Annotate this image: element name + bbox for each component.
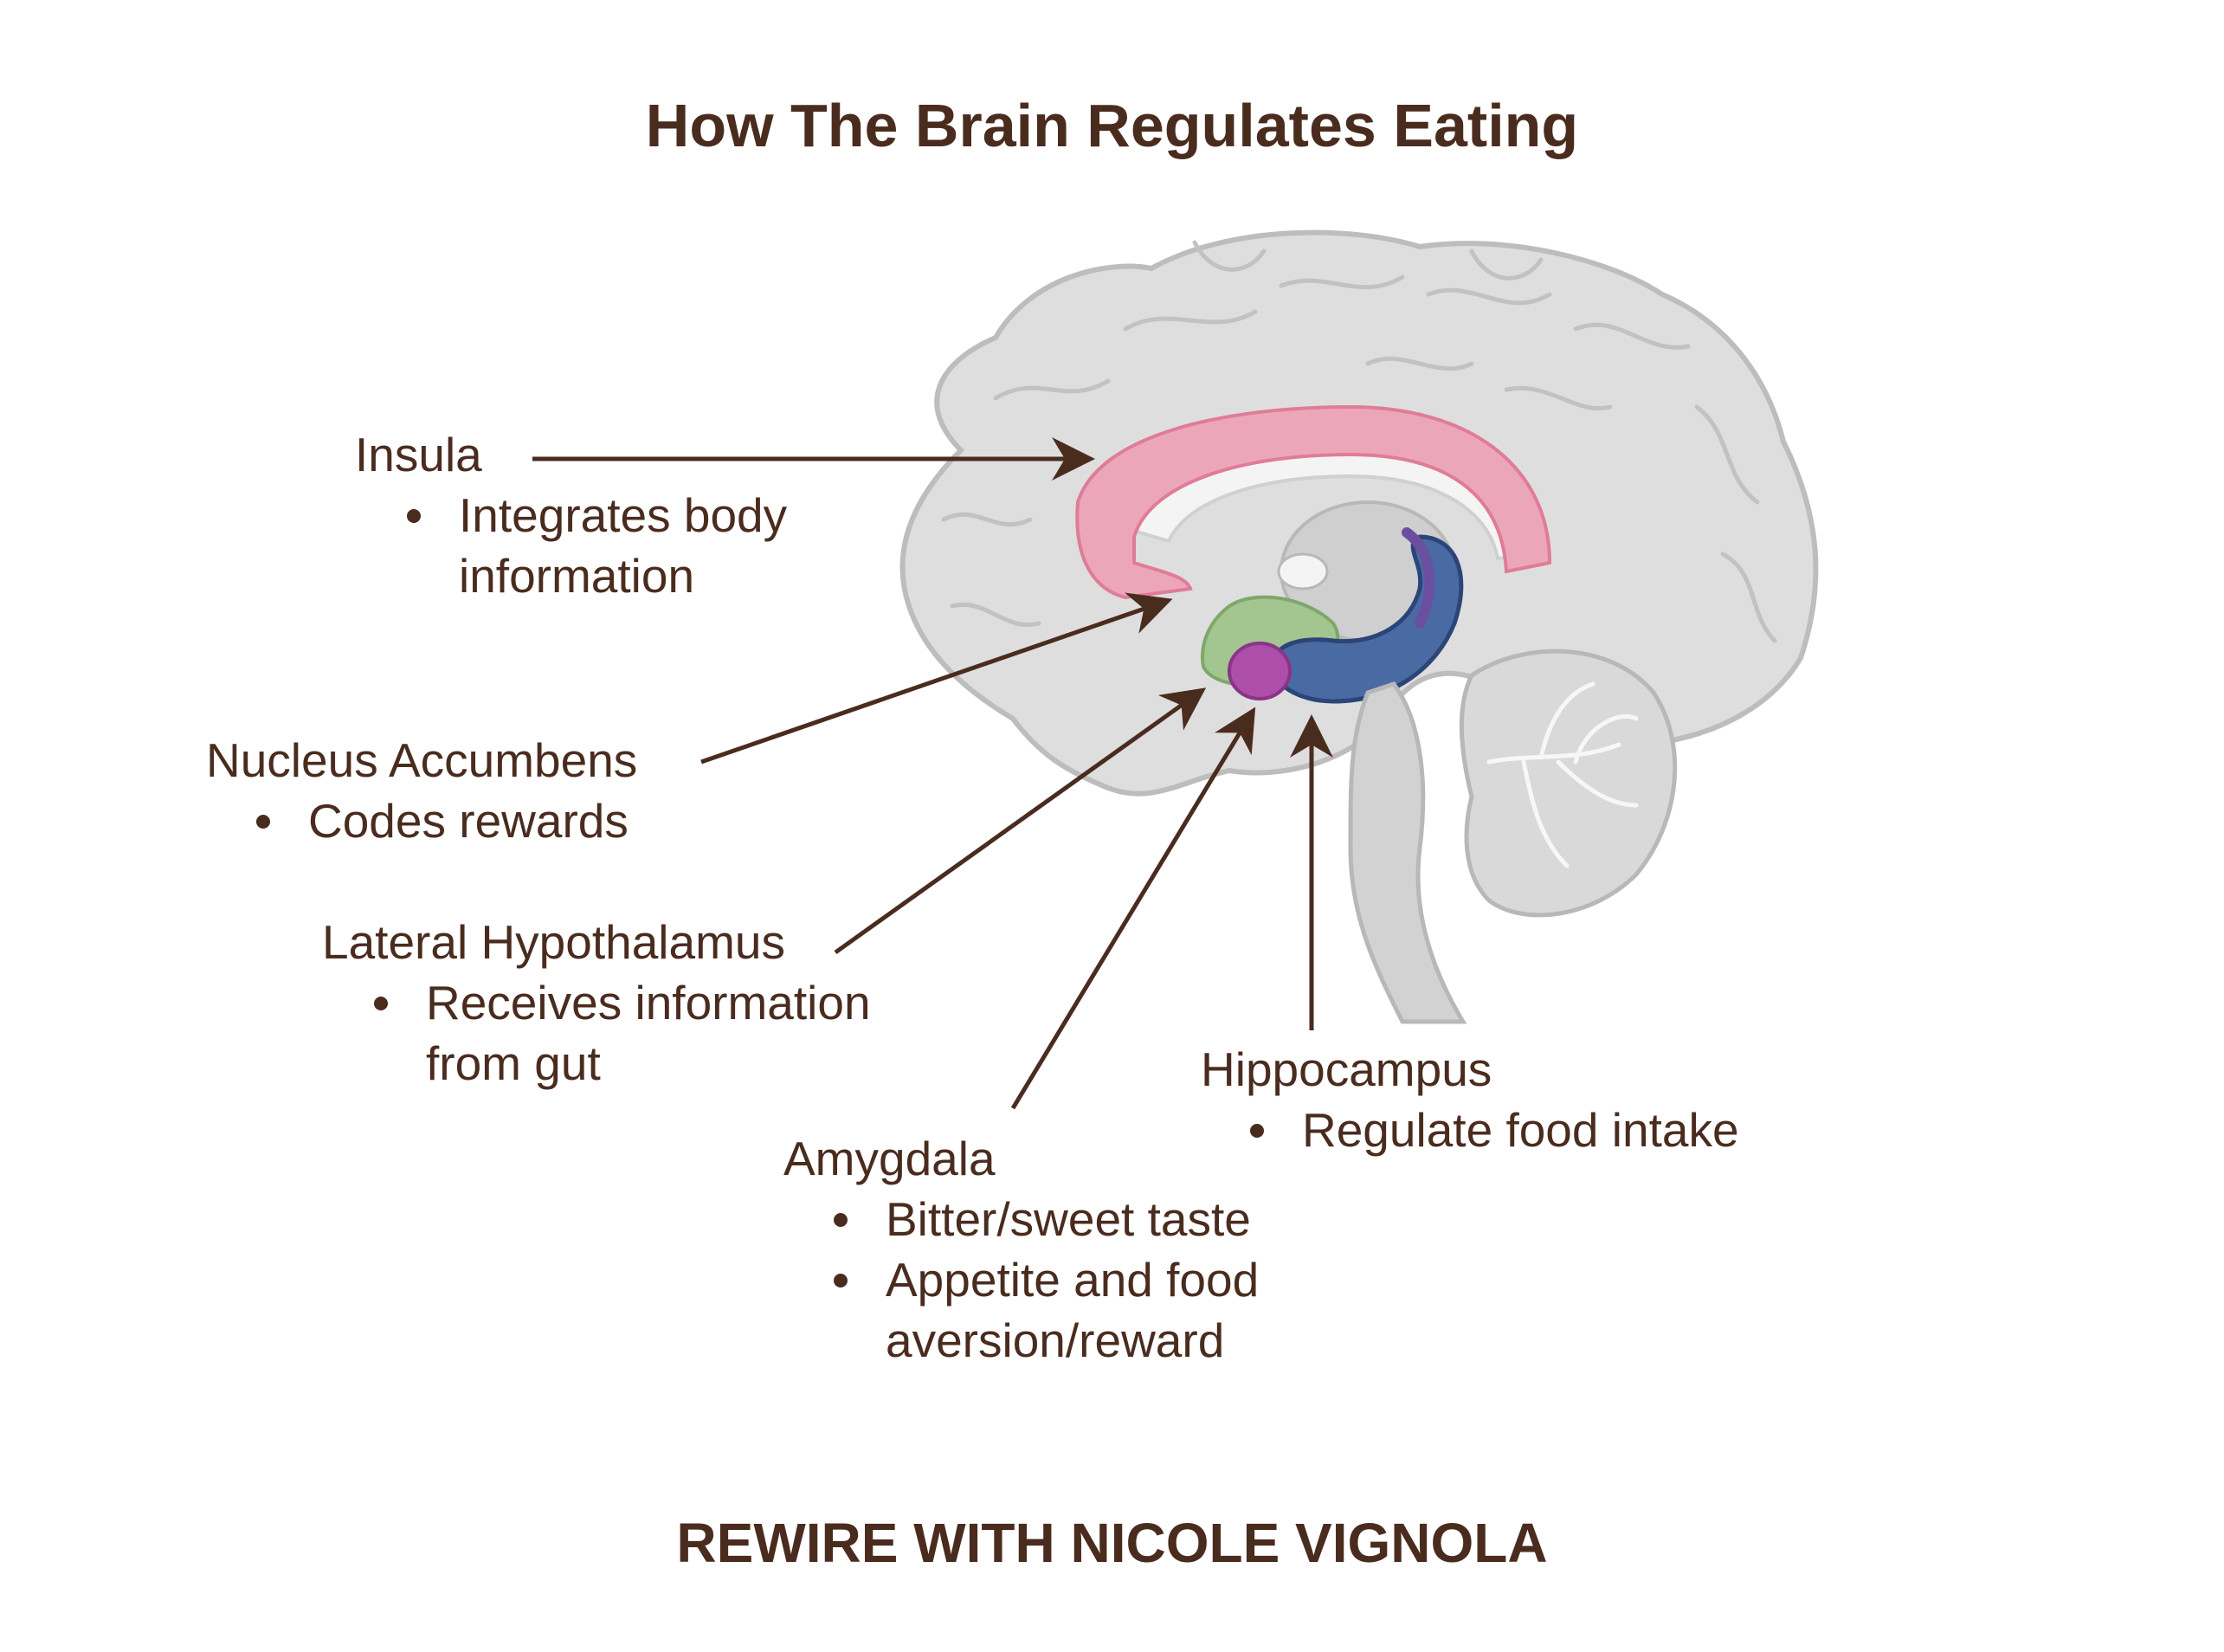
bullet-icon	[374, 997, 388, 1010]
hippocampus-fornix	[1402, 527, 1435, 629]
insula-bullets: Integrates body information	[355, 485, 787, 606]
hippocampus-label: Hippocampus Regulate food intake	[1201, 1039, 1739, 1160]
insula-label: Insula Integrates body information	[355, 424, 787, 606]
lateral-hypothalamus-label: Lateral Hypothalamus Receives informatio…	[322, 912, 871, 1094]
bullet-icon	[834, 1213, 848, 1227]
bullet-icon	[256, 815, 270, 829]
lateral-hypothalamus-arrow	[834, 687, 1207, 955]
bullet-icon	[834, 1274, 848, 1287]
bullet-continuation: aversion/reward	[886, 1313, 1225, 1367]
bullet-item: Integrates body	[407, 485, 787, 545]
bullet-icon	[407, 509, 421, 523]
lateral-hypothalamus-bullets: Receives information from gut	[322, 972, 871, 1094]
bullet-item: Receives information	[374, 972, 871, 1033]
brainstem	[1348, 681, 1467, 1024]
nucleus-accumbens-label: Nucleus Accumbens Codes rewards	[206, 730, 637, 851]
bullet-icon	[1250, 1124, 1264, 1138]
insula-name: Insula	[355, 428, 482, 481]
lateral-hypothalamus-name: Lateral Hypothalamus	[322, 915, 786, 969]
gyri-folds	[941, 240, 1777, 643]
diagram-title: How The Brain Regulates Eating	[645, 92, 1579, 159]
footer-credit: REWIRE WITH NICOLE VIGNOLA	[676, 1512, 1548, 1574]
amygdala-label: Amygdala Bitter/sweet taste Appetite and…	[783, 1128, 1259, 1371]
bullet-item: Codes rewards	[256, 791, 637, 851]
nucleus-accumbens-bullets: Codes rewards	[206, 791, 637, 851]
hippocampus-name: Hippocampus	[1201, 1042, 1492, 1096]
cerebellum-arbor	[1486, 681, 1639, 868]
hippocampus-bullets: Regulate food intake	[1201, 1100, 1739, 1160]
bullet-item: Bitter/sweet taste	[834, 1189, 1259, 1249]
cerebellum	[1460, 649, 1678, 918]
amygdala-arrow	[1010, 707, 1256, 1110]
bullet-continuation: information	[459, 549, 695, 603]
bullet-continuation: from gut	[426, 1036, 601, 1090]
bullet-item: Regulate food intake	[1250, 1100, 1739, 1160]
nucleus-accumbens-name: Nucleus Accumbens	[206, 733, 638, 787]
amygdala-region[interactable]	[1228, 642, 1292, 700]
thalamus-highlight	[1277, 552, 1329, 590]
bullet-item: Appetite and food	[834, 1249, 1259, 1310]
amygdala-bullets: Bitter/sweet taste Appetite and food ave…	[783, 1189, 1259, 1371]
nucleus-accumbens-arrow	[700, 592, 1173, 765]
amygdala-name: Amygdala	[783, 1132, 996, 1185]
insula-region[interactable]	[1075, 404, 1552, 600]
